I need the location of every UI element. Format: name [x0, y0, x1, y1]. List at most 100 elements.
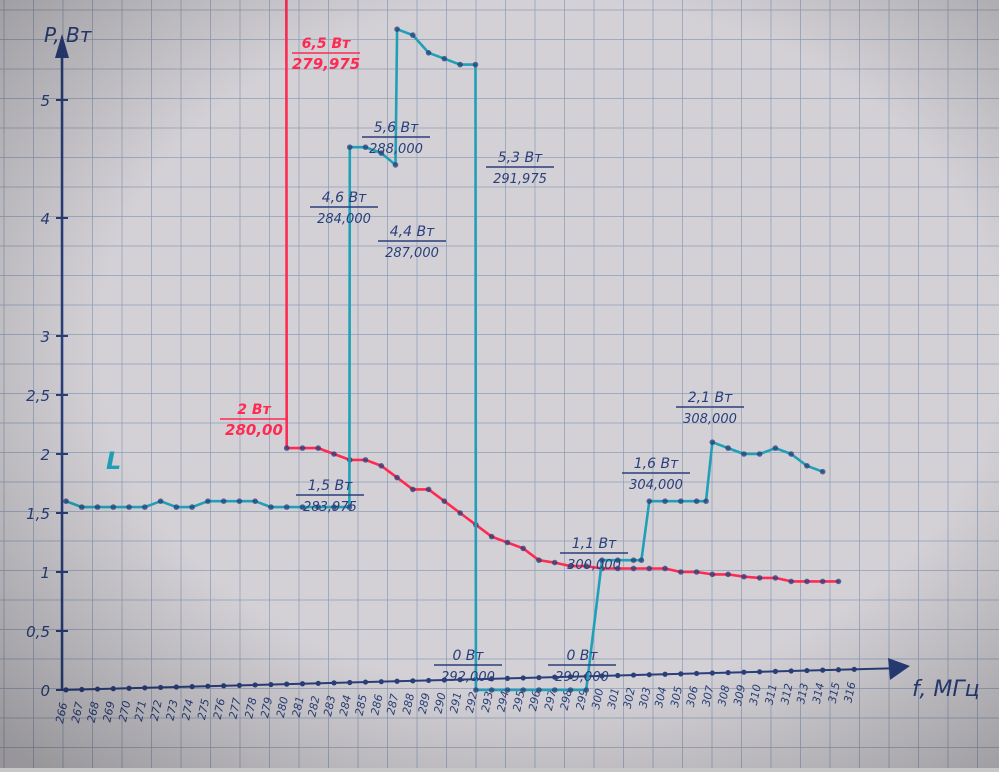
y-tick-label: 1: [40, 564, 50, 582]
x-tick-dot: [110, 686, 116, 692]
x-tick-dot: [236, 682, 243, 688]
x-tick-dot: [189, 684, 195, 690]
data-point: [709, 439, 716, 446]
x-tick-dot: [678, 671, 684, 677]
data-point: [630, 565, 637, 572]
x-tick-dot: [425, 677, 432, 684]
data-point: [835, 578, 842, 585]
annotation-power: 1,5 Вт: [308, 478, 353, 494]
annotation-frequency: 292,000: [441, 670, 495, 685]
data-point: [488, 687, 495, 693]
data-point: [819, 468, 826, 475]
x-tick-dot: [851, 666, 857, 672]
data-point: [646, 498, 653, 505]
data-point: [703, 498, 709, 505]
data-point: [488, 533, 495, 540]
data-point: [662, 565, 668, 572]
data-point: [756, 575, 763, 581]
data-point: [741, 573, 747, 580]
x-tick-dot: [126, 685, 132, 691]
x-tick-dot: [520, 675, 526, 681]
data-point: [772, 575, 779, 581]
data-point: [425, 486, 432, 493]
x-tick-dot: [536, 674, 542, 681]
x-tick-dot: [725, 670, 731, 676]
data-point: [536, 687, 542, 693]
data-point: [142, 504, 148, 510]
x-tick-dot: [205, 683, 211, 689]
annotation-power: 0 Вт: [452, 648, 484, 664]
x-tick-dot: [820, 667, 826, 673]
data-point: [678, 498, 684, 505]
x-tick-dot: [804, 667, 810, 674]
data-point: [331, 451, 337, 457]
data-point: [819, 578, 826, 585]
annotation-power: 0 Вт: [566, 648, 598, 664]
y-tick-label: 0,5: [26, 623, 50, 641]
data-point: [220, 498, 227, 505]
data-point: [520, 687, 526, 693]
data-point: [638, 557, 645, 563]
x-tick-dot: [142, 685, 148, 691]
data-point: [678, 569, 684, 575]
y-axis-label: P, Вт: [44, 23, 93, 47]
data-point: [725, 445, 731, 451]
data-point: [126, 504, 132, 510]
annotation-frequency: 300,000: [567, 558, 621, 573]
y-tick-label: 4: [40, 210, 50, 228]
data-point: [283, 504, 290, 510]
annotation-frequency: 291,975: [493, 172, 547, 187]
data-point: [693, 498, 700, 505]
series-name-label: L: [106, 447, 121, 475]
y-tick-label: 2: [40, 446, 50, 464]
data-point: [94, 504, 101, 510]
y-tick-label: 1,5: [26, 505, 50, 523]
annotation-frequency: 308,000: [683, 412, 737, 427]
data-point: [709, 571, 716, 578]
data-point: [205, 498, 211, 505]
annotation-frequency: 304,000: [629, 478, 683, 493]
annotation-power: 4,6 Вт: [322, 190, 367, 206]
x-tick-dot: [662, 671, 668, 677]
data-point: [189, 504, 195, 510]
data-point: [299, 445, 306, 451]
data-point: [567, 687, 574, 693]
x-tick-dot: [252, 682, 258, 688]
data-point: [157, 498, 164, 505]
x-tick-dot: [772, 668, 779, 674]
x-tick-dot: [362, 679, 369, 685]
data-point: [788, 578, 794, 585]
data-point: [268, 504, 274, 510]
x-tick-dot: [410, 678, 416, 684]
data-point: [473, 687, 479, 693]
x-tick-dot: [331, 680, 337, 686]
x-tick-dot: [63, 687, 69, 693]
x-tick-dot: [646, 672, 652, 678]
x-tick-dot: [788, 668, 794, 674]
annotation-power: 6,5 Вт: [302, 36, 351, 52]
annotation-power: 1,1 Вт: [572, 536, 617, 552]
data-point: [693, 569, 700, 575]
annotation-power: 5,3 Вт: [498, 150, 543, 166]
x-tick-dot: [835, 667, 842, 673]
annotation-power: 4,4 Вт: [390, 224, 435, 240]
y-tick-label: 3: [40, 328, 50, 346]
data-point: [646, 565, 653, 572]
annotation-power: 2 Вт: [237, 402, 271, 418]
y-tick-label: 2,5: [26, 387, 50, 405]
data-point: [788, 451, 794, 457]
data-point: [315, 445, 322, 451]
x-tick-dot: [157, 684, 164, 691]
data-point: [504, 687, 511, 693]
data-point: [804, 578, 810, 585]
x-tick-dot: [347, 679, 353, 686]
data-point: [410, 486, 416, 493]
data-point: [410, 32, 416, 38]
annotation-frequency: 287,000: [385, 246, 439, 261]
data-point: [520, 545, 526, 552]
data-point: [78, 504, 85, 510]
data-point: [725, 571, 731, 578]
data-point: [173, 504, 180, 510]
x-tick-dot: [315, 680, 321, 686]
data-point: [394, 26, 400, 32]
